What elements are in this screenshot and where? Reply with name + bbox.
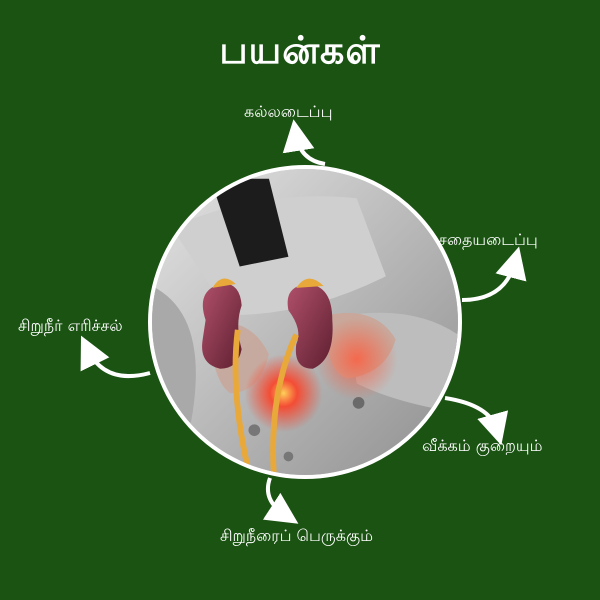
jacket-button [352, 397, 365, 409]
benefit-label-bottom: சிறுநீரைப் பெருக்கும் [220, 526, 373, 545]
pain-glow-icon [315, 318, 398, 400]
adrenal-icon [296, 278, 324, 288]
left-sleeve [152, 285, 196, 423]
benefit-label-top: கல்லடைப்பு [244, 102, 333, 121]
arrow-left [80, 335, 151, 379]
benefit-label-left: சிறுநீர் எரிச்சல் [18, 316, 123, 335]
arrow-right-top [461, 246, 527, 302]
pain-glow-icon [244, 354, 323, 433]
illustration [152, 169, 458, 475]
benefit-label-right-bottom: வீக்கம் குறையும் [422, 436, 543, 455]
arrow-bottom [262, 477, 299, 524]
arrow-right-bottom [444, 396, 509, 446]
arrow-top [282, 119, 326, 166]
jacket-button [283, 451, 294, 462]
ureter-icon [270, 333, 299, 475]
benefit-label-right-top: சதையடைப்பு [438, 230, 538, 249]
kidney-icon [287, 283, 333, 369]
jacket-button [248, 424, 261, 437]
adrenal-icon [212, 278, 236, 288]
kidney-icon [202, 283, 242, 369]
central-image [148, 165, 462, 479]
dark-shirt [210, 178, 289, 267]
ureter-icon [232, 329, 253, 475]
page-title: பயன்கள் [219, 28, 381, 72]
